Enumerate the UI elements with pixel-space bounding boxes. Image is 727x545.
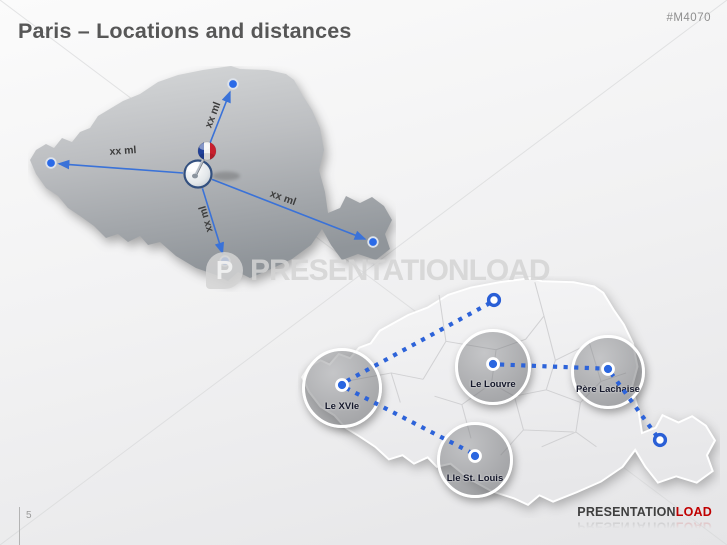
ball-outline — [197, 141, 217, 161]
center-pin — [183, 141, 240, 189]
endpoint-dot-southeast — [367, 236, 379, 248]
pin-hole — [192, 173, 198, 179]
distance-arrow-southeast — [211, 178, 367, 240]
distance-arrow-south — [201, 188, 224, 255]
location-label: Le XVIe — [324, 401, 360, 412]
logo-primary: PRESENTATION — [577, 505, 676, 519]
location-circle-pere-lachaise: Père Lachaise — [571, 335, 645, 409]
endpoint-dot-south — [219, 255, 231, 267]
brand-logo-text: PRESENTATIONLOAD — [577, 506, 712, 519]
brand-logo-reflection: PRESENTATIONLOAD — [577, 519, 712, 533]
footer-divider — [19, 507, 20, 545]
endpoint-dot-west — [45, 157, 57, 169]
product-code: #M4070 — [666, 12, 711, 24]
page-number: 5 — [26, 510, 32, 521]
location-circle-lle-st-louis: Lle St. Louis — [437, 422, 513, 498]
location-label: Le Louvre — [470, 379, 516, 390]
brand-logo: PRESENTATIONLOAD PRESENTATIONLOAD — [577, 506, 712, 533]
endpoint-dot-north — [227, 78, 239, 90]
upper-paris-map — [30, 66, 392, 281]
location-circle-le-xvie: Le XVIe — [302, 348, 382, 428]
ring-gloss — [186, 162, 200, 172]
french-flag-pin-ball — [198, 142, 216, 160]
location-label: Lle St. Louis — [446, 473, 504, 484]
slide-title: Paris – Locations and distances — [18, 19, 352, 43]
location-circle-le-louvre: Le Louvre — [455, 329, 531, 405]
pin-shadow — [212, 171, 240, 181]
distance-arrow-west — [57, 159, 184, 174]
location-label: Père Lachaise — [576, 384, 640, 395]
logo-accent: LOAD — [675, 505, 712, 519]
